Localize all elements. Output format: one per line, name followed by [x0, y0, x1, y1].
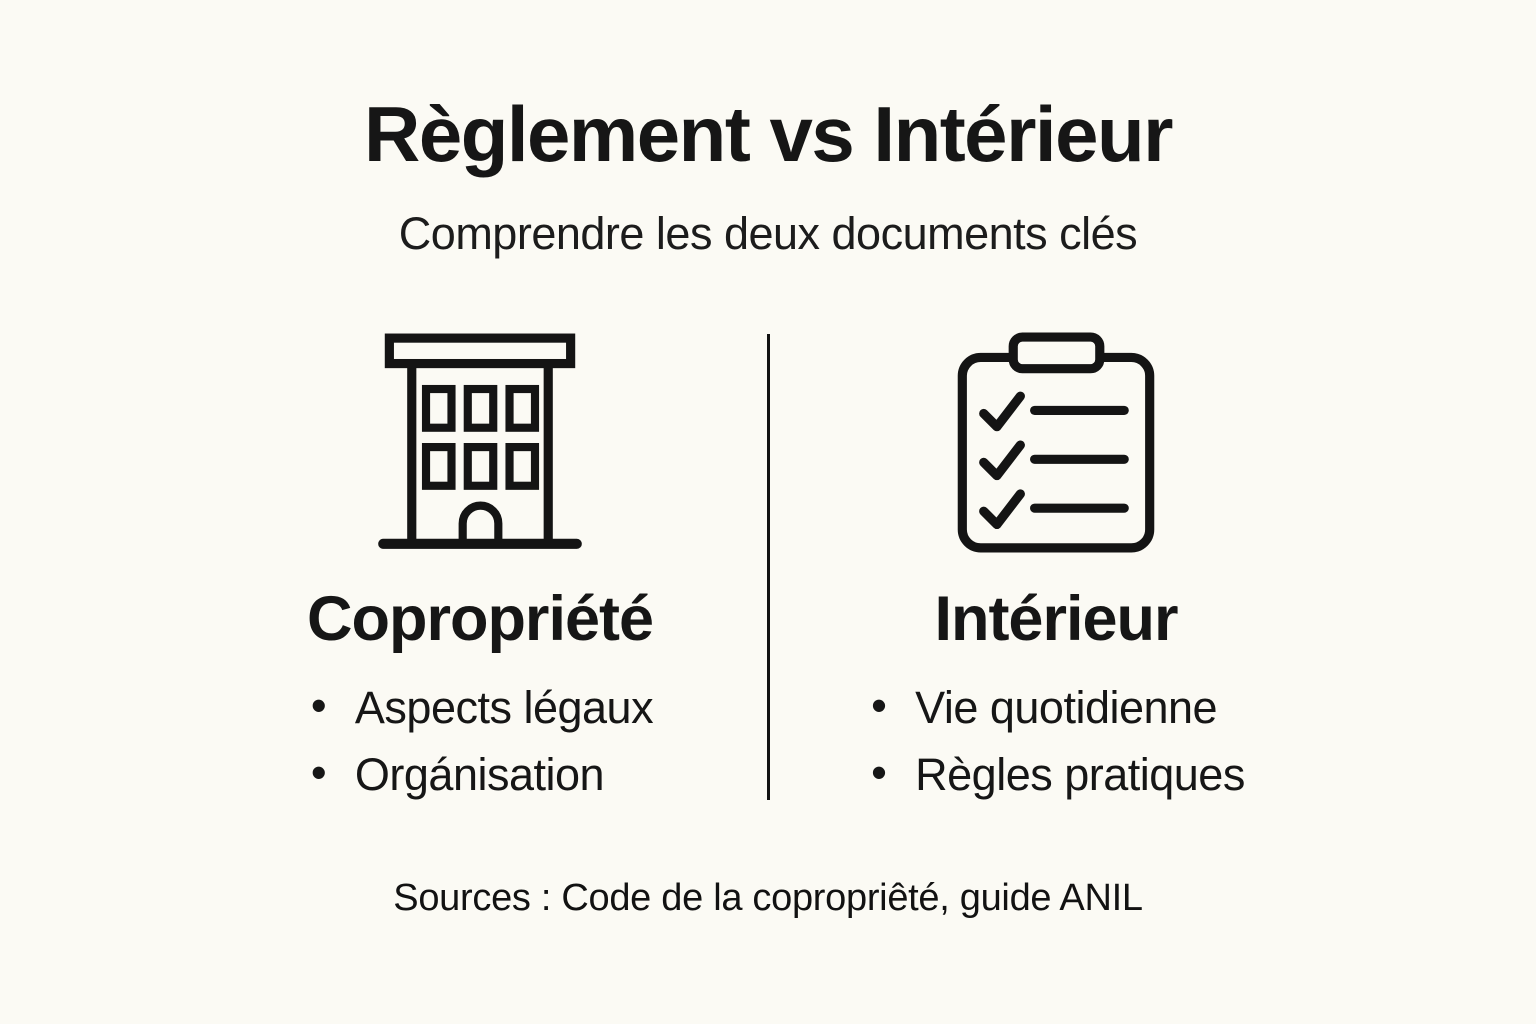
list-item: Règles pratiques — [867, 739, 1245, 809]
page-title: Règlement vs Intérieur — [364, 90, 1173, 178]
bullet-list-interieur: Vie quotidienne Règles pratiques — [867, 672, 1245, 809]
column-copropriete: Copropriété Aspects légaux Orgánisation — [192, 332, 768, 809]
clipboard-checklist-icon — [954, 332, 1158, 554]
column-interieur: Intérieur Vie quotidienne Règles pratiqu… — [768, 332, 1344, 809]
comparison-columns: Copropriété Aspects légaux Orgánisation — [0, 332, 1536, 809]
column-heading-copropriete: Copropriété — [306, 583, 654, 654]
page-subtitle: Comprendre les deux documents clés — [398, 207, 1138, 259]
list-item: Aspects légaux — [307, 672, 654, 742]
bullet-list-copropriete: Aspects légaux Orgánisation — [307, 672, 654, 809]
vertical-divider — [766, 333, 770, 800]
sources-line: Sources : Code de la copropriêté, guide … — [393, 876, 1143, 919]
list-item: Orgánisation — [307, 739, 653, 809]
building-icon — [378, 332, 582, 554]
column-heading-interieur: Intérieur — [934, 583, 1178, 654]
list-item: Vie quotidienne — [867, 672, 1245, 742]
